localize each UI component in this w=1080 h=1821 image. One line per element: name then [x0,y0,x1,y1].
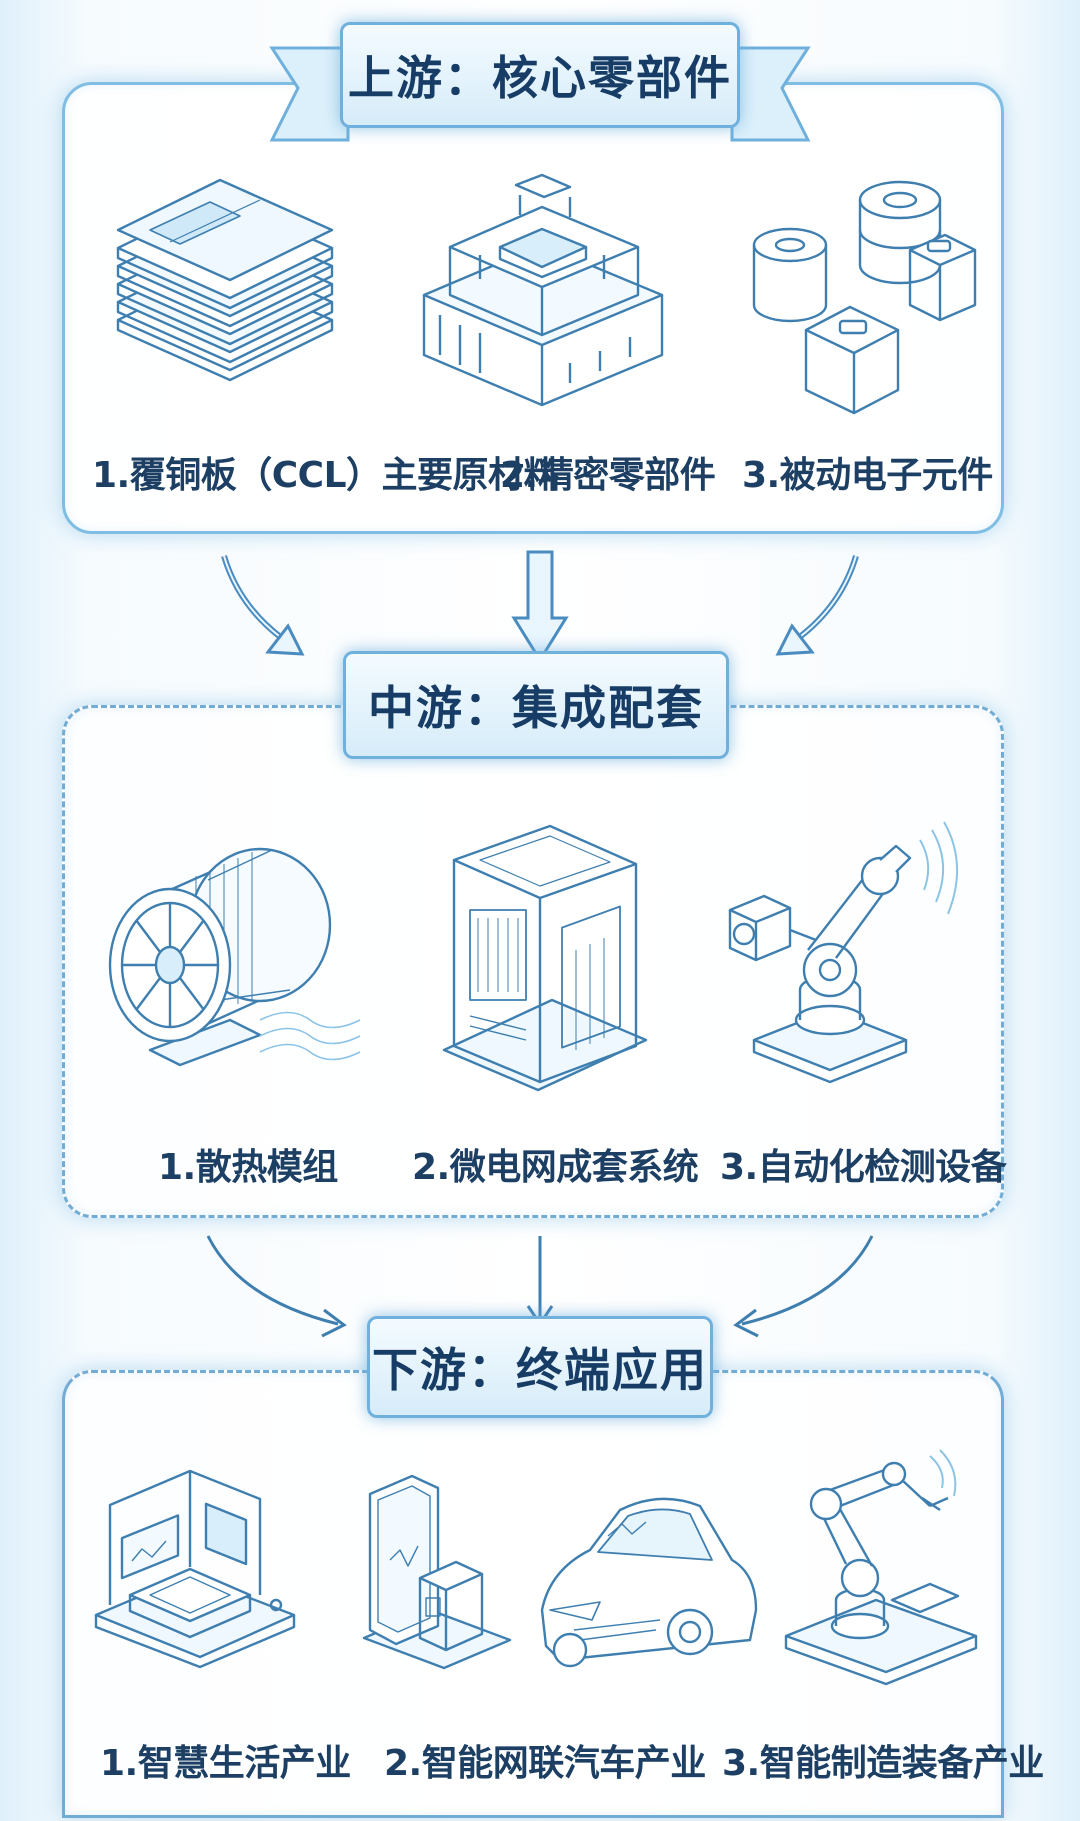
flow-arrow-left-1 [221,555,305,656]
precision-part-icon [420,175,665,415]
downstream-title: 下游：终端应用 [367,1316,713,1418]
upstream-label-2: 2.精密零部件 [500,455,716,496]
flow-arrow-center-1 [511,550,569,663]
midstream-label-2: 2.微电网成套系统 [412,1147,699,1188]
midstream-label-3: 3.自动化检测设备 [720,1147,1007,1188]
stacked-sheets-icon [110,170,340,415]
industrial-robot-icon [780,1450,980,1690]
flow-arrow-right-1 [775,555,859,656]
cabinet-icon [440,820,650,1100]
upstream-title: 上游：核心零部件 [340,22,740,128]
banner-ribbon-left [269,46,350,142]
upstream-label-3: 3.被动电子元件 [742,455,993,496]
smart-room-icon [90,1465,300,1665]
flow-arrow-right-2 [733,1235,874,1338]
robot-arm-camera-icon [720,820,960,1090]
upstream-label-1: 1.覆铜板（CCL）主要原材料 [92,455,560,496]
downstream-label-2: 2.智能网联汽车产业 [384,1743,706,1784]
flow-arrow-left-2 [206,1235,347,1338]
downstream-label-1: 1.智慧生活产业 [100,1743,351,1784]
midstream-title: 中游：集成配套 [343,651,729,759]
cooling-fan-icon [110,840,370,1085]
passive-components-icon [750,175,975,415]
phone-car-icon [360,1470,760,1680]
banner-ribbon-right [730,46,811,142]
downstream-label-3: 3.智能制造装备产业 [722,1743,1044,1784]
midstream-label-1: 1.散热模组 [158,1147,338,1188]
